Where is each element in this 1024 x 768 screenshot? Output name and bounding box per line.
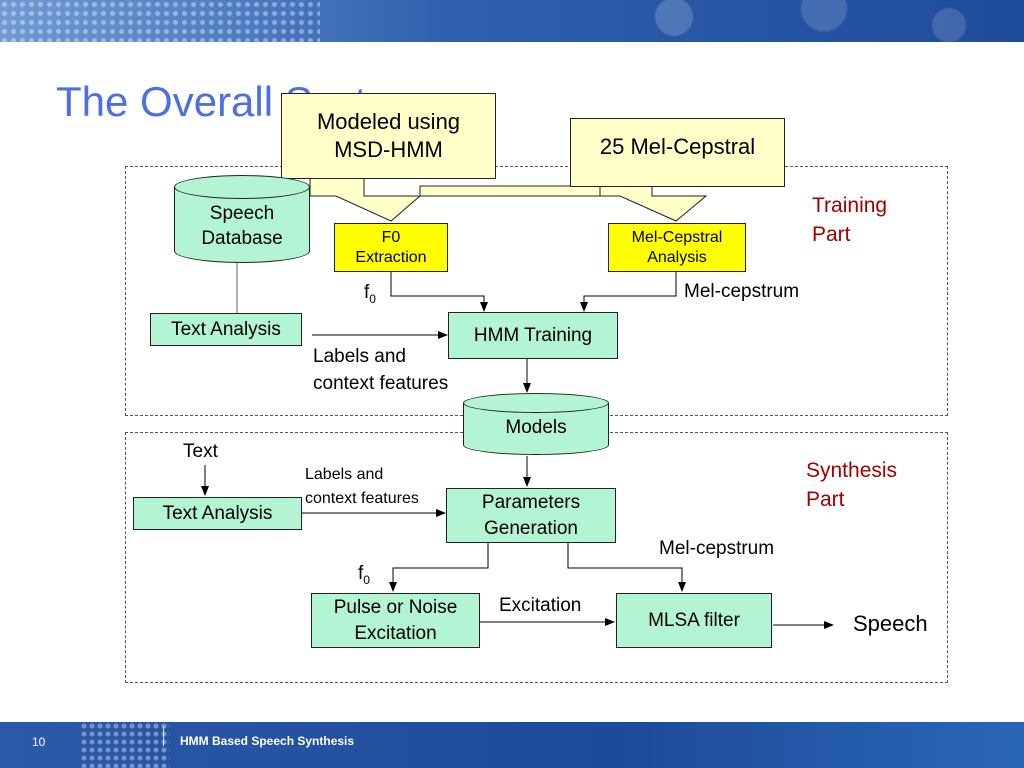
models-label: Models <box>505 417 567 438</box>
training-text-analysis-label: Text Analysis <box>171 318 281 340</box>
models-top <box>463 393 609 413</box>
speech-database-label: Speech Database <box>201 203 283 249</box>
header-dot-pattern <box>0 0 320 42</box>
training-mel-cepstrum-label: Mel-cepstrum <box>684 281 800 302</box>
training-text-analysis-box: Text Analysis <box>150 313 302 346</box>
training-labels-context-label: Labels and context features <box>313 346 449 394</box>
callout-connector-bar <box>419 185 601 197</box>
speech-output-label: Speech <box>853 611 928 636</box>
mel-to-hmm-arrow <box>580 272 677 312</box>
footer-band <box>0 722 1024 768</box>
mlsa-filter-box: MLSA filter <box>616 593 772 648</box>
mlsa-filter-label: MLSA filter <box>648 609 740 631</box>
pulse-noise-excitation-box: Pulse or Noise Excitation <box>311 593 480 648</box>
synthesis-f0-letter: f <box>358 563 364 584</box>
synthesis-labels-context-label: Labels and context features <box>305 466 419 507</box>
synthesis-part-label: Synthesis Part <box>806 459 898 511</box>
speech-database-top <box>174 175 310 199</box>
footer-dot-pattern <box>80 722 170 768</box>
footer-divider <box>163 726 164 746</box>
f0-extraction-box: F0 Extraction <box>334 223 448 272</box>
parameters-generation-box: Parameters Generation <box>446 488 616 543</box>
synthesis-f0-subscript: 0 <box>363 572 370 587</box>
models-cylinder: Models <box>463 393 609 455</box>
f0-to-hmm-arrow <box>390 272 488 312</box>
footer-title: HMM Based Speech Synthesis <box>180 734 355 748</box>
synthesis-text-analysis-label: Text Analysis <box>162 502 273 524</box>
f0-extraction-label: F0 Extraction <box>355 228 427 266</box>
msd-callout-pointer <box>309 177 422 222</box>
msd-hmm-callout: Modeled using MSD-HMM <box>281 93 496 179</box>
page-number: 10 <box>32 735 46 749</box>
pulse-noise-excitation-label: Pulse or Noise Excitation <box>333 596 458 644</box>
synthesis-text-analysis-box: Text Analysis <box>133 497 302 530</box>
hmm-training-box: HMM Training <box>448 312 618 359</box>
msd-hmm-callout-text: Modeled using MSD-HMM <box>316 109 461 162</box>
mel-cepstral-analysis-label: Mel-Cepstral Analysis <box>631 228 723 266</box>
speech-database-cylinder: Speech Database <box>174 175 310 263</box>
header-bubble-pattern <box>524 0 1024 42</box>
header-band <box>0 0 1024 42</box>
parameters-generation-label: Parameters Generation <box>481 491 581 539</box>
excitation-label: Excitation <box>499 595 582 616</box>
mel-cepstral-analysis-box: Mel-Cepstral Analysis <box>608 223 746 272</box>
params-to-pulse-arrow <box>389 543 489 592</box>
synthesis-mel-cepstrum-label: Mel-cepstrum <box>659 538 775 559</box>
training-f0-label: f0 <box>364 282 376 306</box>
params-to-mlsa-arrow <box>567 543 686 592</box>
mel-callout-pointer <box>599 185 708 222</box>
synthesis-f0-label: f0 <box>358 563 370 587</box>
mel-cepstral-callout: 25 Mel-Cepstral <box>570 118 785 187</box>
training-f0-subscript: 0 <box>369 291 376 306</box>
mel-cepstral-callout-text: 25 Mel-Cepstral <box>599 134 756 159</box>
hmm-training-label: HMM Training <box>473 324 593 346</box>
synthesis-text-input-label: Text <box>183 441 218 462</box>
training-part-label: Training Part <box>812 194 888 246</box>
training-f0-letter: f <box>364 282 370 303</box>
